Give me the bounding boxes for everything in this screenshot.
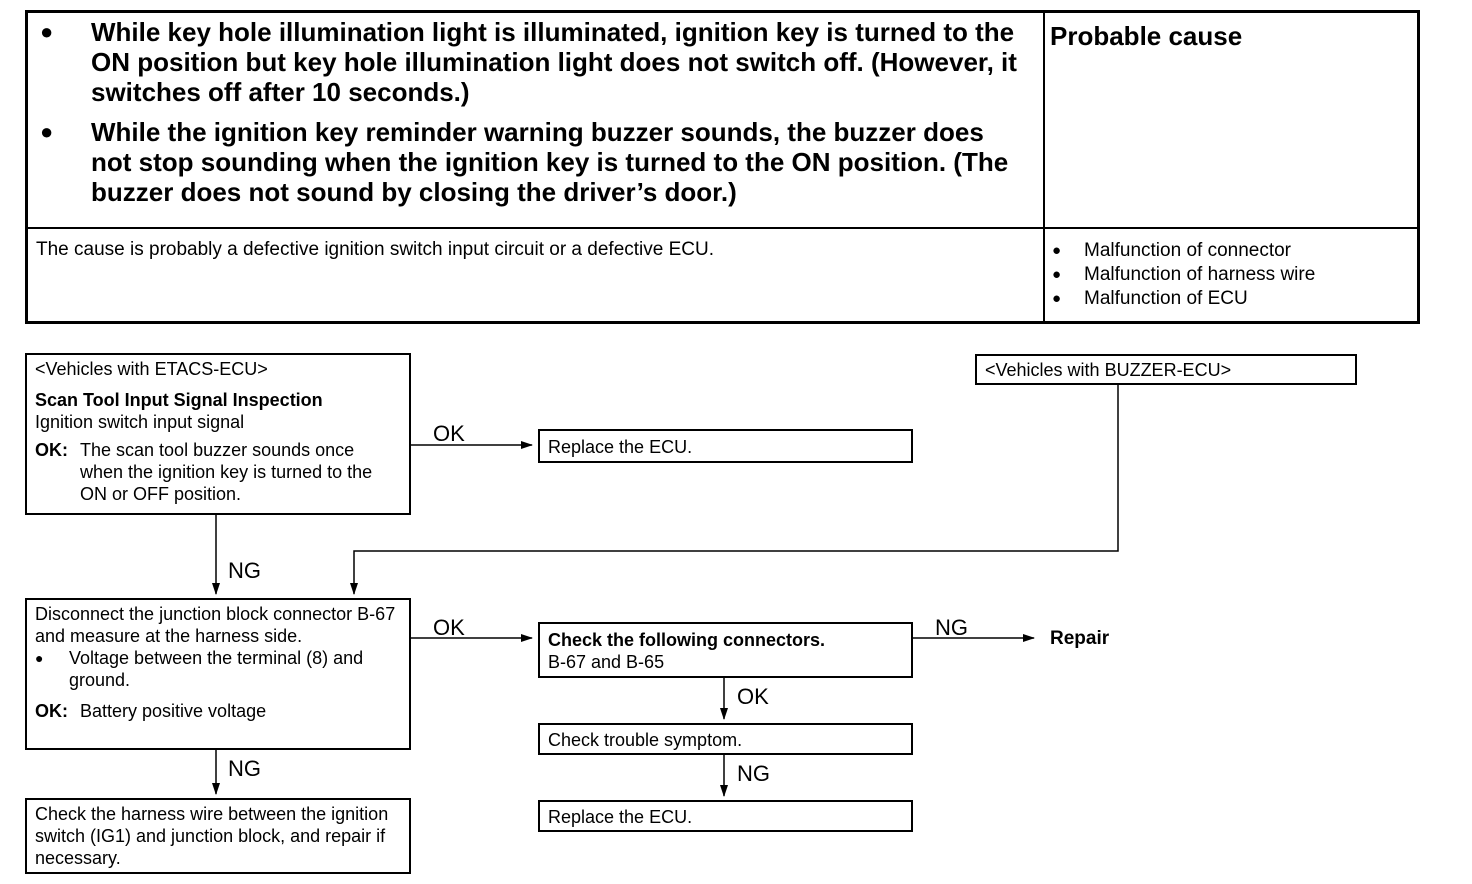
label-ng: NG xyxy=(228,756,261,781)
voltage-ok-text: Battery positive voltage xyxy=(80,701,267,721)
bullet-icon: ● xyxy=(35,650,44,666)
ok-prefix: OK: xyxy=(35,440,68,460)
disconnect-box: Disconnect the junction block connector … xyxy=(25,598,411,750)
cause-item: Malfunction of harness wire xyxy=(1050,263,1315,287)
etacs-scan-box: <Vehicles with ETACS-ECU> Scan Tool Inpu… xyxy=(25,353,411,515)
check-harness-box: Check the harness wire between the ignit… xyxy=(25,798,411,874)
replace-ecu-box: Replace the ECU. xyxy=(538,429,913,463)
check-connectors-sub: B-67 and B-65 xyxy=(548,652,665,672)
label-ng: NG xyxy=(737,761,770,786)
buzzer-title: <Vehicles with BUZZER-ECU> xyxy=(985,360,1232,380)
scan-ok-row: OK: The scan tool buzzer sounds once whe… xyxy=(35,439,401,505)
symptom-table: While key hole illumination light is ill… xyxy=(25,10,1420,324)
scan-ok-text: The scan tool buzzer sounds once when th… xyxy=(80,440,373,504)
symptom-list: While key hole illumination light is ill… xyxy=(36,17,1026,217)
label-ok: OK xyxy=(737,684,769,709)
symptom-item: While key hole illumination light is ill… xyxy=(36,17,1026,107)
table-divider-vertical xyxy=(1043,13,1045,321)
label-ng: NG xyxy=(935,615,968,640)
repair-label: Repair xyxy=(1050,628,1110,649)
cause-list: Malfunction of connector Malfunction of … xyxy=(1050,239,1315,311)
etacs-title: <Vehicles with ETACS-ECU> xyxy=(35,359,268,379)
cause-description: The cause is probably a defective igniti… xyxy=(36,239,714,260)
scan-tool-title: Scan Tool Input Signal Inspection xyxy=(35,390,323,410)
check-trouble-box: Check trouble symptom. xyxy=(538,723,913,755)
arrow-buzzer-path xyxy=(350,385,1119,595)
disconnect-text: Disconnect the junction block connector … xyxy=(35,604,396,646)
check-trouble-text: Check trouble symptom. xyxy=(548,730,743,750)
check-connectors-box: Check the following connectors. B-67 and… xyxy=(538,622,913,678)
voltage-item: Voltage between the terminal (8) and gro… xyxy=(69,648,364,690)
probable-cause-heading: Probable cause xyxy=(1050,21,1243,51)
buzzer-ecu-box: <Vehicles with BUZZER-ECU> xyxy=(975,354,1357,385)
cause-item: Malfunction of ECU xyxy=(1050,287,1315,311)
label-ng: NG xyxy=(228,558,261,583)
symptom-item: While the ignition key reminder warning … xyxy=(36,117,1026,207)
label-ok: OK xyxy=(433,421,465,446)
voltage-row: ● Voltage between the terminal (8) and g… xyxy=(35,647,401,691)
cause-item: Malfunction of connector xyxy=(1050,239,1315,263)
voltage-ok-row: OK: Battery positive voltage xyxy=(35,700,401,722)
replace-ecu-text: Replace the ECU. xyxy=(548,437,693,457)
table-divider-horizontal xyxy=(28,227,1417,229)
scan-tool-subtitle: Ignition switch input signal xyxy=(35,412,245,432)
replace-ecu-box-2: Replace the ECU. xyxy=(538,800,913,832)
ok-prefix: OK: xyxy=(35,701,68,721)
check-connectors-title: Check the following connectors. xyxy=(548,630,826,650)
replace-ecu-text-2: Replace the ECU. xyxy=(548,807,693,827)
check-harness-text: Check the harness wire between the ignit… xyxy=(35,804,389,868)
label-ok: OK xyxy=(433,615,465,640)
